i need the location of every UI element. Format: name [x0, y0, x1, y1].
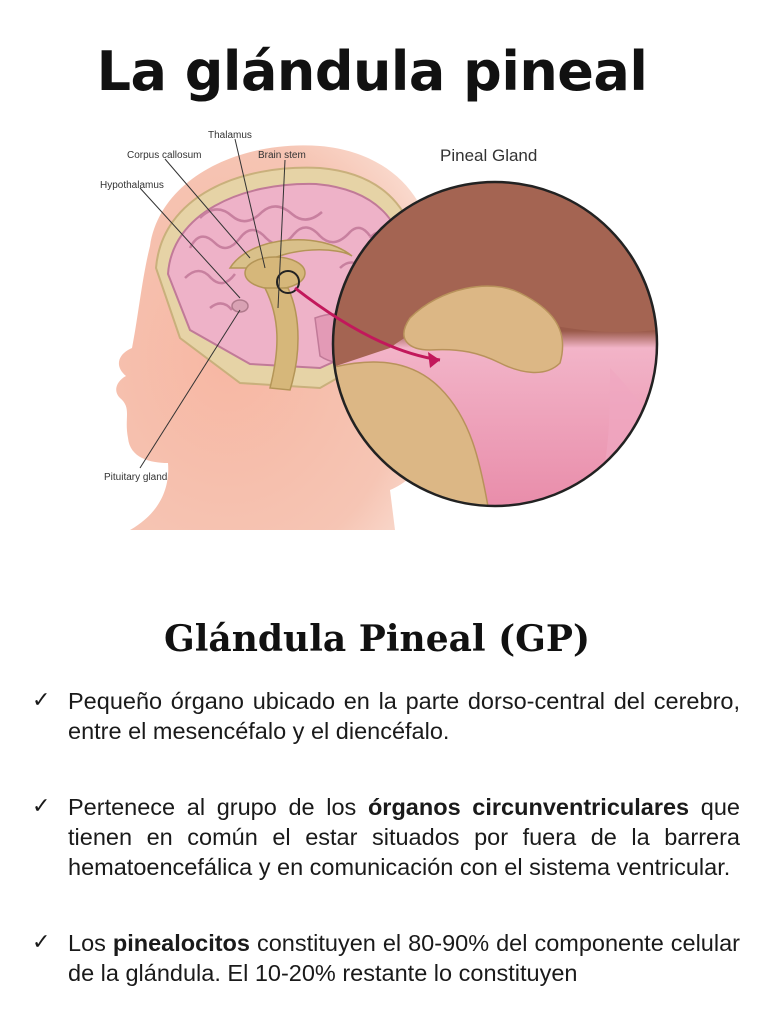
label-pineal-gland: Pineal Gland: [440, 146, 537, 165]
list-item: ✓ Los pinealocitos constituyen el 80-90%…: [32, 928, 740, 988]
label-lines: [139, 138, 286, 469]
brain-stem: [263, 287, 299, 391]
bullet-text-before: Los: [68, 930, 113, 956]
bullet-list: ✓ Pequeño órgano ubicado en la parte dor…: [32, 686, 740, 1034]
section-title: Glándula Pineal (GP): [163, 618, 591, 660]
brain-diagram: Thalamus Corpus callosum Brain stem Hypo…: [100, 130, 659, 530]
page-title: La glándula pineal: [96, 40, 648, 103]
list-item: ✓ Pequeño órgano ubicado en la parte dor…: [32, 686, 740, 746]
bullet-bold-term: órganos circunventriculares: [367, 794, 690, 820]
bullet-text: Pequeño órgano ubicado en la parte dorso…: [68, 688, 740, 744]
checkmark-icon: ✓: [32, 688, 51, 713]
checkmark-icon: ✓: [32, 930, 51, 955]
thalamus: [244, 256, 306, 290]
label-hypothalamus: Hypothalamus: [100, 180, 164, 191]
pituitary: [231, 299, 249, 313]
bullet-text-before: Pertenece al grupo de los: [68, 794, 368, 820]
bullet-text-after: que tienen en común el estar situados po…: [68, 794, 740, 880]
bullet-text-after: constituyen el 80-90% del componente cel…: [68, 930, 740, 986]
label-corpus-callosum: Corpus callosum: [127, 150, 201, 161]
pineal-gland-illustration: Thalamus Corpus callosum Brain stem Hypo…: [90, 118, 680, 558]
label-thalamus: Thalamus: [208, 130, 252, 141]
label-pituitary-gland: Pituitary gland: [104, 472, 167, 483]
label-brain-stem: Brain stem: [258, 150, 306, 161]
bullet-bold-term: pinealocitos: [112, 930, 250, 956]
list-item: ✓ Pertenece al grupo de los órganos circ…: [32, 792, 740, 882]
zoom-arrow: [294, 286, 441, 362]
checkmark-icon: ✓: [32, 794, 51, 819]
pineal-marker: [276, 270, 300, 294]
